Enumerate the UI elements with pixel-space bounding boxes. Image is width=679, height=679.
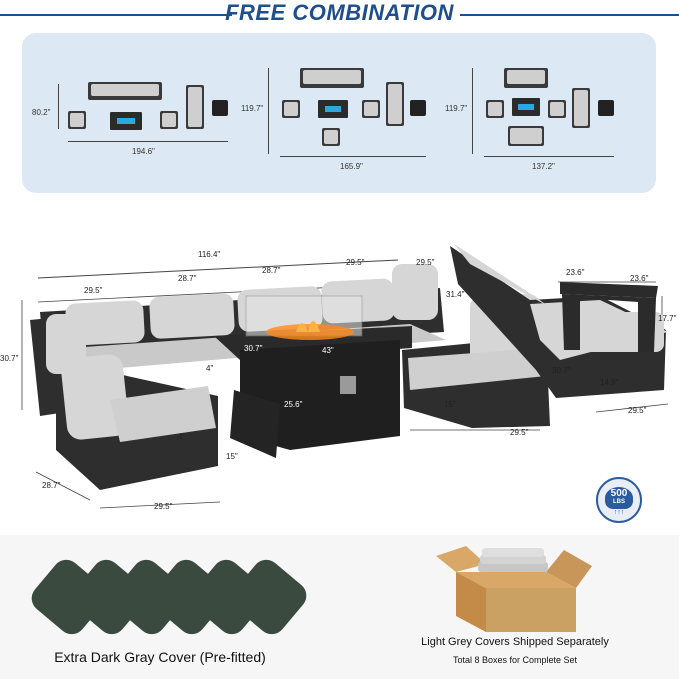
sofa-seat-height: 15"	[226, 452, 238, 461]
combo-2-firepit-flame	[325, 106, 341, 112]
combo-1-firepit-flame	[117, 118, 135, 124]
combo-2-sofa-cushion	[303, 70, 361, 84]
sofa-side-width: 29.5"	[154, 502, 173, 511]
sofa-seat-width-4: 29.5"	[346, 258, 365, 267]
chair-height: 31.4"	[446, 290, 465, 299]
combo-1-height: 80.2"	[32, 108, 51, 117]
chair-back-width: 29.5"	[416, 258, 435, 267]
dark-covers-image	[31, 559, 307, 635]
shipped-separately-label: Light Grey Covers Shipped Separately	[421, 636, 609, 648]
combo-2-chair-right-cushion	[364, 102, 378, 116]
sofa-cushion-thickness: 4"	[206, 364, 214, 373]
weight-arrows-icon: ↑↑↑	[613, 509, 625, 516]
combo-2-ottoman-cushion	[324, 130, 338, 144]
firepit-width: 43"	[322, 346, 334, 355]
combo-1-sofa-cushion	[91, 84, 159, 96]
title-line-right	[460, 14, 679, 16]
combo-2-width: 165.9"	[340, 162, 363, 171]
combo-3-ottomans-cushion	[510, 128, 542, 144]
firepit-depth: 30.7"	[244, 344, 263, 353]
header: FREE COMBINATION	[0, 0, 679, 30]
title-line-left	[0, 14, 232, 16]
combo-3-height: 119.7"	[445, 104, 468, 113]
lounger-length: 29.5"	[628, 406, 647, 415]
sofa-seat-width-2: 28.7"	[178, 274, 197, 283]
combo-2-height: 119.7"	[241, 104, 264, 113]
combo-1-width-line	[68, 141, 228, 142]
side-cushion-thickness: 4"	[178, 432, 186, 441]
combo-3-sofa-cushion	[507, 70, 545, 84]
combo-2-chair-left-cushion	[284, 102, 298, 116]
combo-3-chair-right-cushion	[550, 102, 564, 116]
combo-1-chair-left-cushion	[70, 113, 84, 127]
weight-icon	[605, 487, 633, 509]
lounger-height: 14.9"	[600, 378, 619, 387]
firepit-height: 25.6"	[284, 400, 303, 409]
combo-3-width-line	[484, 156, 614, 157]
product-illustration	[21, 244, 669, 509]
shipping-box-image	[436, 546, 592, 632]
sofa-corner-height: 30.7"	[0, 354, 19, 363]
combo-2-lounger-cushion	[388, 84, 402, 124]
page-title: FREE COMBINATION	[225, 0, 454, 25]
combo-3-side-table	[598, 100, 614, 116]
combo-1-chair-right-cushion	[162, 113, 176, 127]
combo-3-width: 137.2"	[532, 162, 555, 171]
chair-width: 29.5"	[510, 428, 529, 437]
boxes-count-label: Total 8 Boxes for Complete Set	[452, 655, 578, 665]
combo-1-height-line	[58, 84, 59, 129]
combo-3-firepit-flame	[518, 104, 534, 110]
combo-1-width: 194.6"	[132, 147, 155, 156]
combo-2-side-table	[410, 100, 426, 116]
combo-3-chair-left-cushion	[488, 102, 502, 116]
combo-3-height-line	[472, 68, 473, 154]
side-table-width: 23.6"	[630, 274, 649, 283]
combo-2-width-line	[280, 156, 426, 157]
sofa-seat-width-3: 28.7"	[262, 266, 281, 275]
combo-2-height-line	[268, 68, 269, 154]
weight-value: 500	[610, 488, 628, 499]
lounger-width: 23.6"	[566, 268, 585, 277]
chair-seat-height: 15"	[444, 400, 456, 409]
combo-1-lounger-cushion	[188, 87, 202, 127]
chair-depth: 30.7"	[552, 366, 571, 375]
weight-unit: LBS	[613, 499, 625, 505]
side-table-height: 17.7"	[658, 314, 677, 323]
weight-badge: 500 LBS ↑↑↑	[596, 477, 642, 523]
combo-1-side-table	[212, 100, 228, 116]
sofa-side-depth: 28.7"	[42, 481, 61, 490]
combo-3-lounger-cushion	[574, 90, 588, 126]
pre-fitted-cover-label: Extra Dark Gray Cover (Pre-fitted)	[54, 649, 266, 665]
sofa-total-width: 116.4"	[198, 250, 221, 259]
sofa-seat-width-1: 29.5"	[84, 286, 103, 295]
